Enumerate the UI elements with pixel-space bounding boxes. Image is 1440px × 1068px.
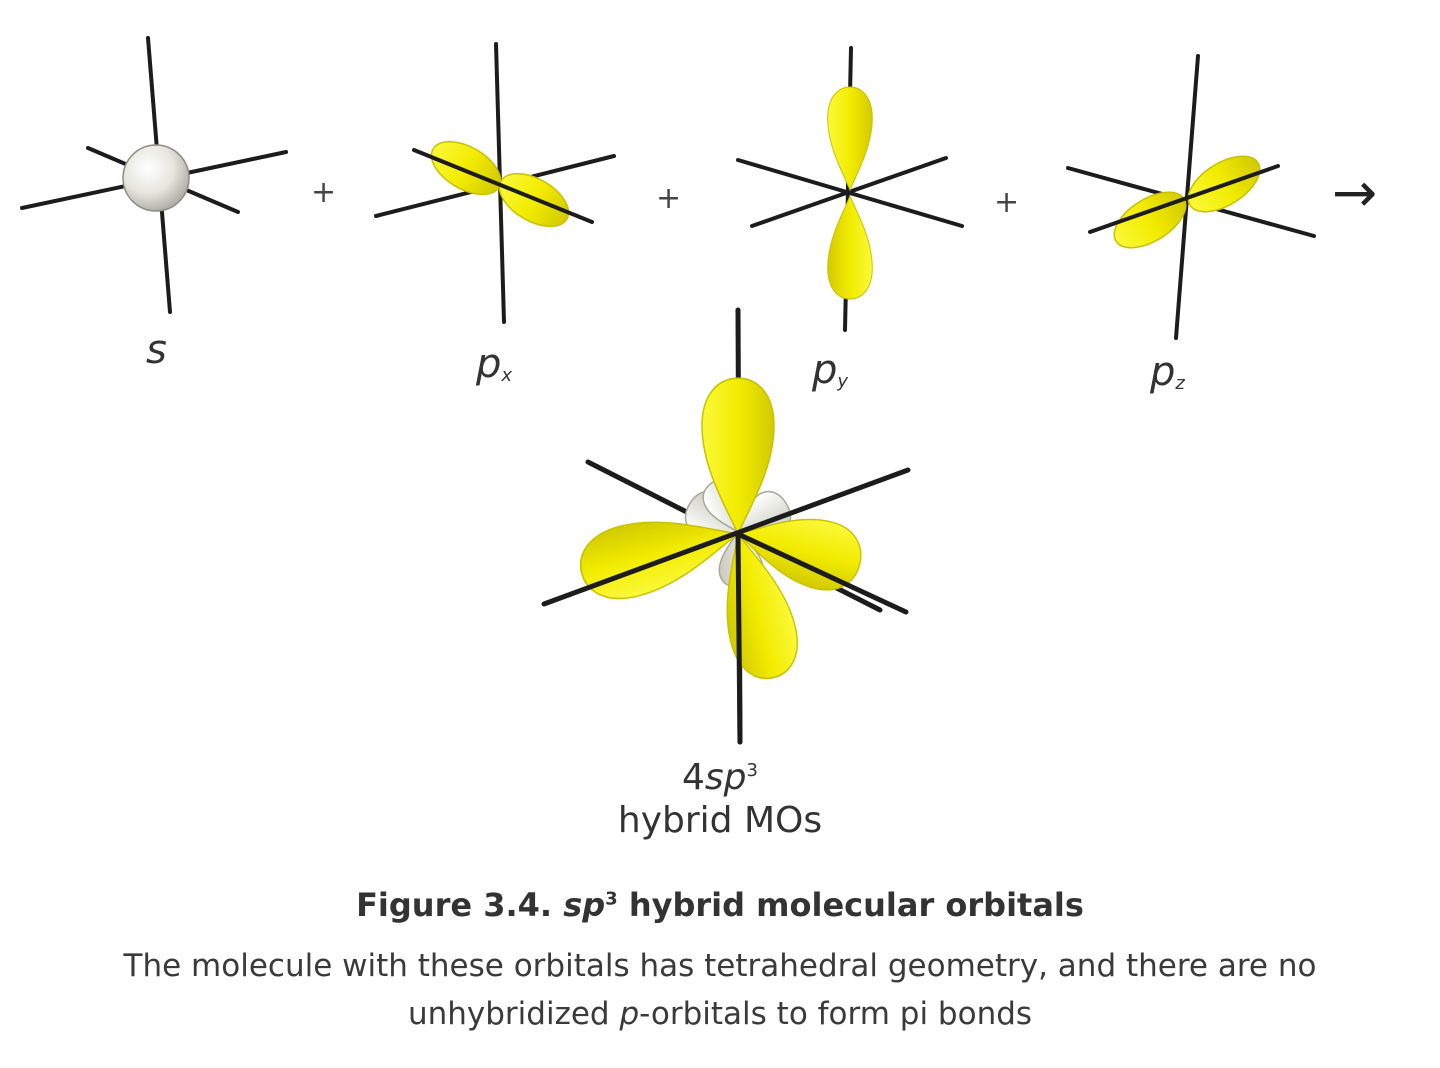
px-orbital-label: px	[476, 341, 513, 387]
plus-sign-3: +	[994, 185, 1020, 220]
pz-orbital-label: pz	[1150, 349, 1185, 395]
hybrid-orbital-lobes	[572, 377, 869, 687]
caption-body-line2: unhybridized p-orbitals to form pi bonds	[407, 996, 1033, 1033]
hybrid-label-line2: hybrid MOs	[617, 800, 823, 842]
plus-sign-2: +	[656, 181, 682, 216]
hybrid-label-line1: 4sp3	[682, 757, 758, 798]
py-orbital-label: py	[812, 347, 849, 393]
figure-caption-body: The molecule with these orbitals has tet…	[20, 942, 1420, 1038]
plus-sign-1: +	[311, 175, 337, 210]
s-orbital-sphere	[122, 144, 190, 212]
hybrid-label: 4sp3 hybrid MOs	[520, 756, 920, 842]
figure-caption-title: Figure 3.4. sp3 hybrid molecular orbital…	[356, 886, 1084, 924]
caption-body-line1: The molecule with these orbitals has tet…	[123, 948, 1317, 984]
reaction-arrow-icon: →	[1332, 161, 1378, 224]
s-orbital-label: s	[146, 327, 167, 373]
hybrid-axes-front	[541, 467, 911, 745]
